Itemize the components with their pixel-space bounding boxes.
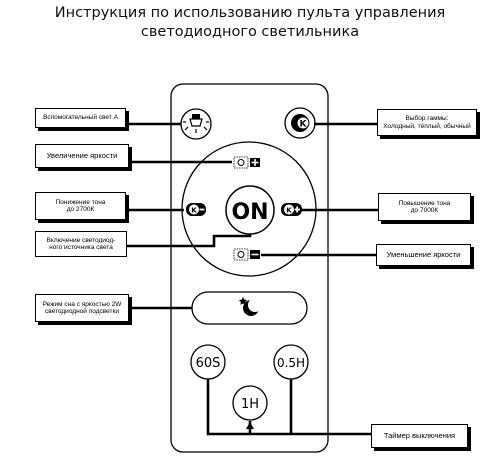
- title-line-2: светодиодного светильника: [140, 24, 360, 40]
- timer-60s-button[interactable]: 60S: [190, 344, 226, 380]
- svg-text:K: K: [286, 207, 292, 215]
- tone-down-button[interactable]: K: [186, 203, 206, 216]
- color-choice-button[interactable]: K: [284, 107, 316, 139]
- svg-text:K: K: [300, 120, 308, 130]
- label-brightness-up: Увеличение яркости: [35, 144, 129, 168]
- on-button-label: ON: [231, 200, 268, 225]
- timer-05h-button[interactable]: 0.5H: [273, 344, 309, 380]
- aux-light-button[interactable]: [180, 108, 212, 140]
- title-line-1: Инструкция по использованию пульта управ…: [54, 5, 446, 21]
- moon-star-icon: [238, 297, 262, 316]
- timer-1h-label: 1H: [241, 397, 259, 412]
- diagram-title: Инструкция по использованию пульта управ…: [0, 4, 500, 42]
- tone-up-button[interactable]: K: [281, 203, 302, 216]
- timer-1h-button[interactable]: 1H: [232, 385, 268, 421]
- brightness-down-button[interactable]: [233, 248, 260, 261]
- label-tone-up: Повышение тона до 7000К: [378, 193, 471, 221]
- svg-text:K: K: [191, 207, 197, 215]
- k-plus-icon: K: [281, 203, 302, 216]
- sun-plus-icon: [233, 156, 260, 169]
- label-aux-light: Вспомогательный свет А: [35, 108, 126, 128]
- label-tone-down: Понижение тона до 2700К: [35, 192, 126, 220]
- sun-minus-icon: [233, 248, 260, 261]
- k-circle-icon: K: [291, 114, 310, 132]
- timer-60s-label: 60S: [196, 356, 221, 371]
- label-brightness-down: Уменьшение яркости: [376, 244, 471, 266]
- label-night-mode: Режим сна с яркостью 2W светодиодной под…: [35, 294, 129, 322]
- connector-lines: [126, 122, 378, 436]
- label-color-choice: Выбор гаммы: Холодный, тёплый, обычный: [377, 109, 477, 136]
- bulb-icon: [183, 114, 209, 133]
- night-mode-button[interactable]: [191, 291, 308, 325]
- k-minus-icon: K: [186, 203, 206, 216]
- on-button[interactable]: ON: [225, 185, 275, 235]
- timer-arrow: [246, 422, 254, 429]
- label-light-on: Включение светодиод- ного источника свет…: [35, 231, 127, 257]
- label-timer-off: Таймер выключения: [371, 424, 468, 448]
- brightness-up-button[interactable]: [233, 156, 260, 169]
- timer-05h-label: 0.5H: [277, 356, 305, 370]
